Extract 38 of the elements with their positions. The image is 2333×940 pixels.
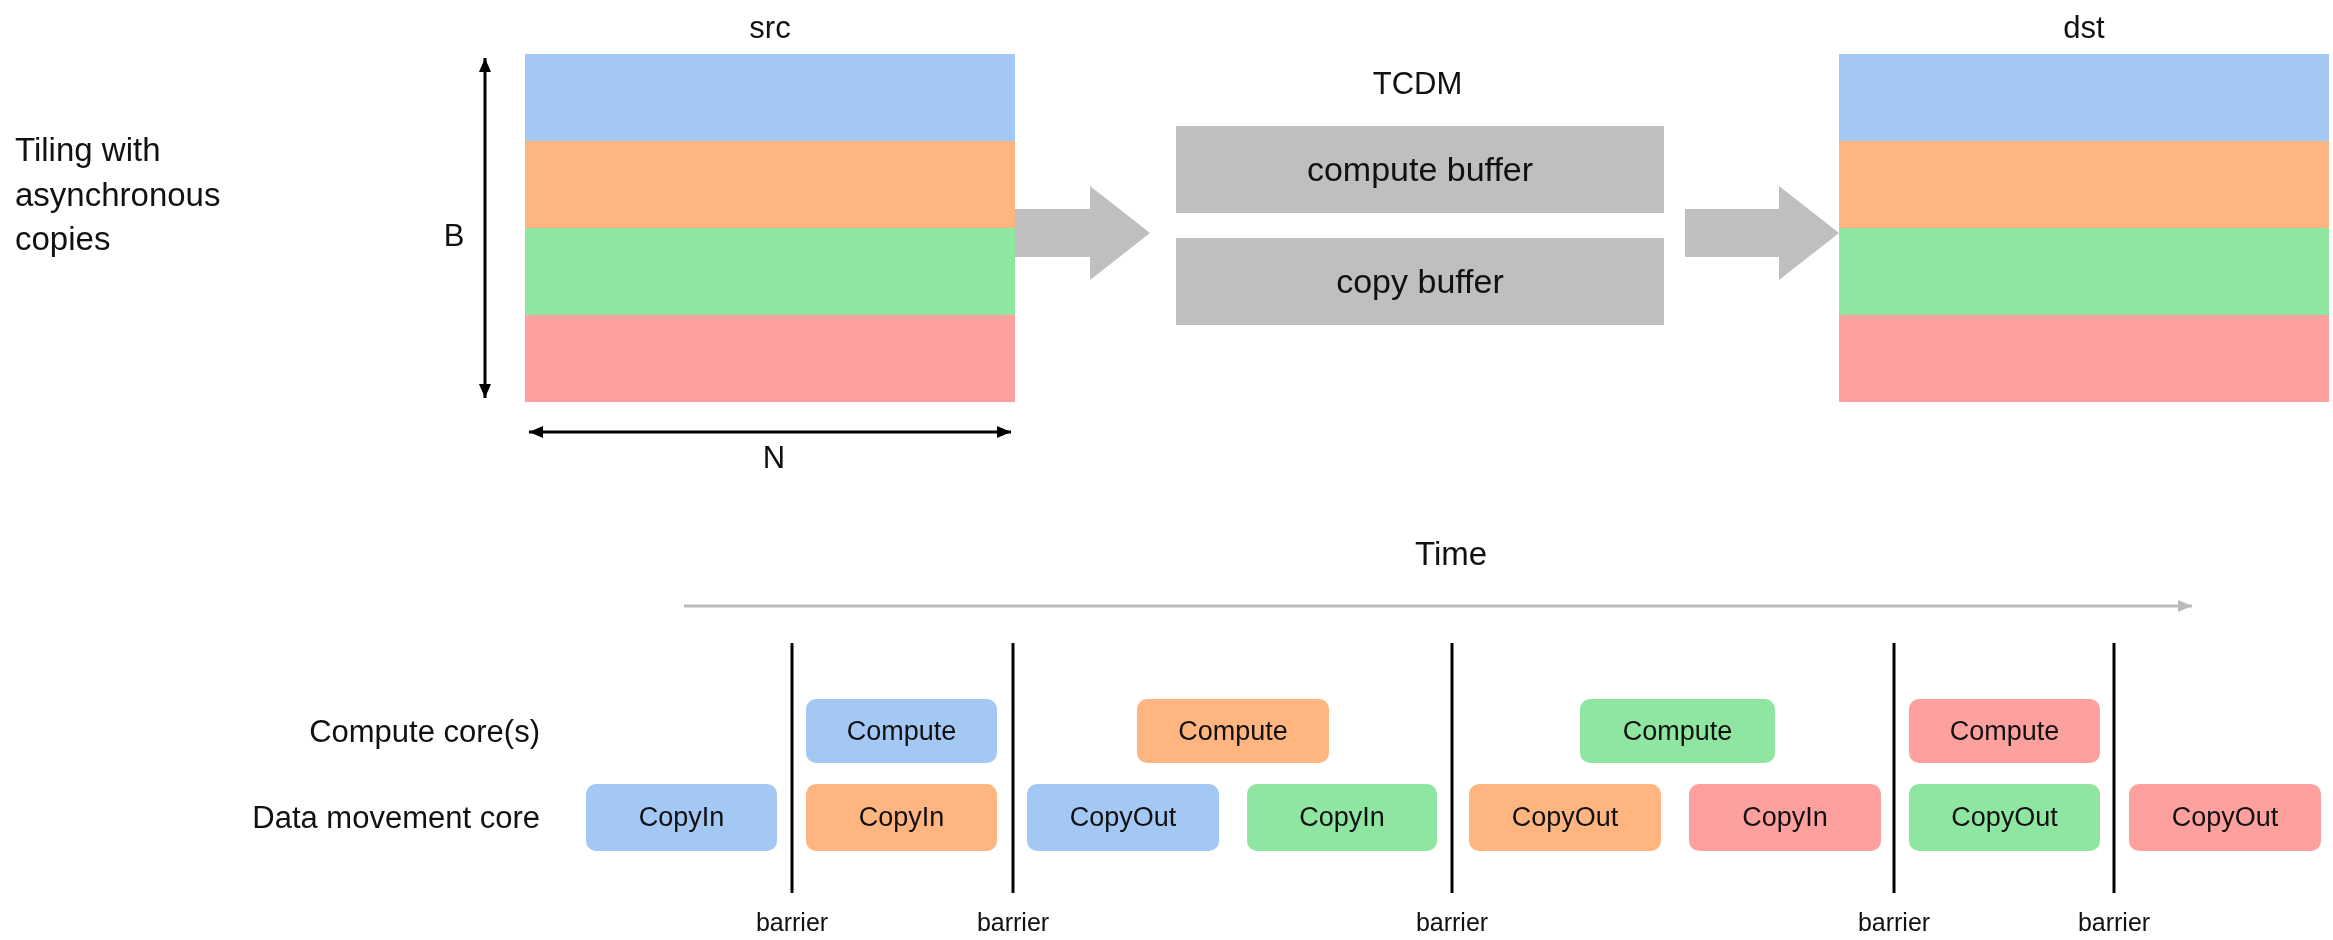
barrier-label: barrier [755, 908, 829, 937]
task-box: CopyIn [1689, 784, 1881, 851]
heading: TCDM [1372, 66, 1463, 102]
task-box: Compute [1580, 699, 1775, 763]
task-box: CopyIn [1247, 784, 1437, 851]
dimension-label: N [762, 440, 786, 476]
color-band [525, 228, 1015, 315]
color-band [525, 54, 1015, 141]
task-box: CopyOut [2129, 784, 2321, 851]
heading: dst [2063, 10, 2105, 46]
task-box: Compute [1137, 699, 1329, 763]
barrier-label: barrier [1857, 908, 1931, 937]
barrier-label: barrier [976, 908, 1050, 937]
heading: src [749, 10, 791, 46]
color-band [1839, 228, 2329, 315]
arrow [1685, 186, 1839, 280]
barrier-label: barrier [1415, 908, 1489, 937]
buffer-box: copy buffer [1176, 238, 1664, 325]
side-heading: Tiling with asynchronous copies [15, 130, 222, 260]
color-band [1839, 54, 2329, 141]
color-band [525, 141, 1015, 228]
color-band [525, 315, 1015, 402]
barrier-label: barrier [2077, 908, 2151, 937]
axis-label: Time [1414, 535, 1488, 573]
task-box: CopyOut [1909, 784, 2100, 851]
color-band [1839, 315, 2329, 402]
task-box: CopyOut [1027, 784, 1219, 851]
dimension-label: B [443, 218, 465, 254]
task-box: Compute [1909, 699, 2100, 763]
row-label: Compute core(s) [309, 714, 540, 750]
task-box: CopyIn [586, 784, 777, 851]
task-box: CopyOut [1469, 784, 1661, 851]
color-band [1839, 141, 2329, 228]
row-label: Data movement core [252, 800, 540, 836]
task-box: Compute [806, 699, 997, 763]
buffer-box: compute buffer [1176, 126, 1664, 213]
task-box: CopyIn [806, 784, 997, 851]
arrow [1015, 186, 1150, 280]
